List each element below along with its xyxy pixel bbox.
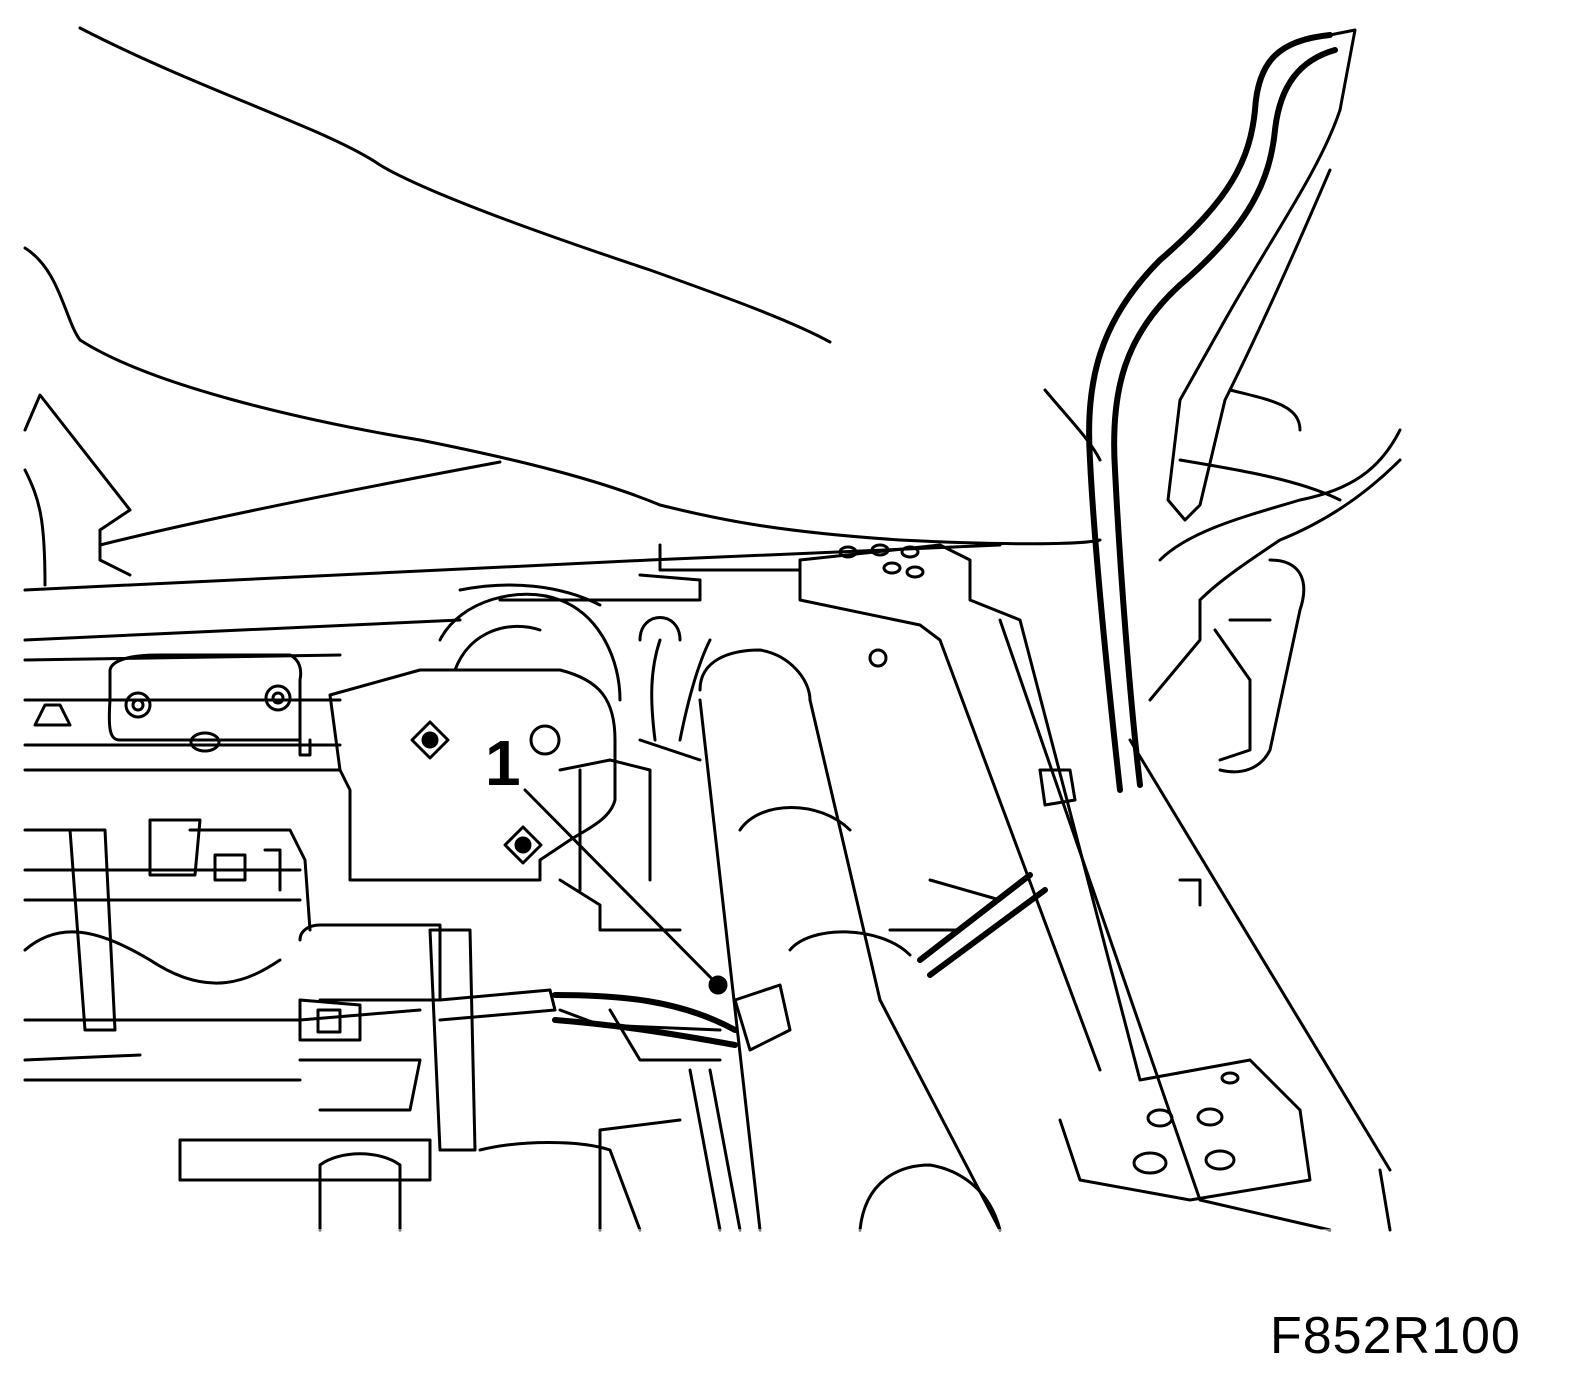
seat-cushion-outline [23,26,1102,587]
seat-back-frame [1043,28,1402,793]
left-bracket [33,653,312,757]
motor-housing [328,583,622,882]
roller-tube [698,648,1002,1232]
push-clip [410,720,543,865]
callout-1: 1 [485,727,728,995]
callout-number: 1 [485,727,521,799]
wiring-harness [23,616,1048,1232]
figure-code: F852R100 [1270,1307,1521,1365]
seat-frame-beam [798,543,1392,1232]
